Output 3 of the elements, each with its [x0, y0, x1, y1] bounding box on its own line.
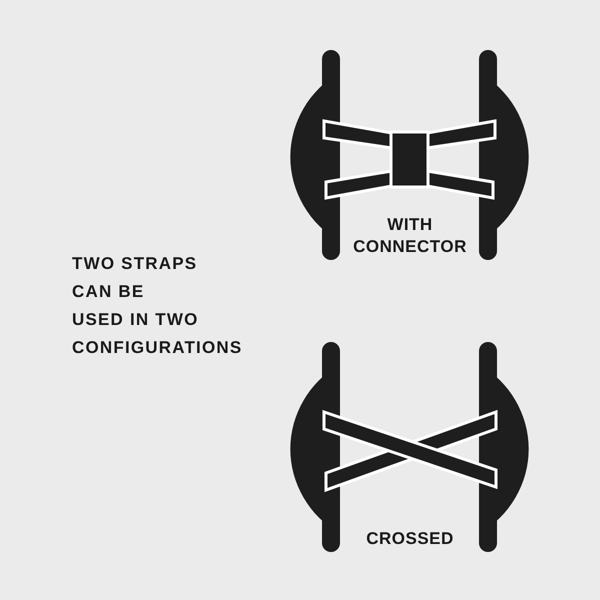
description-text: TWO STRAPS CAN BE USED IN TWO CONFIGURATIONS: [72, 253, 244, 359]
caption: CROSSED: [365, 528, 455, 550]
caption: WITH CONNECTOR: [352, 214, 468, 258]
